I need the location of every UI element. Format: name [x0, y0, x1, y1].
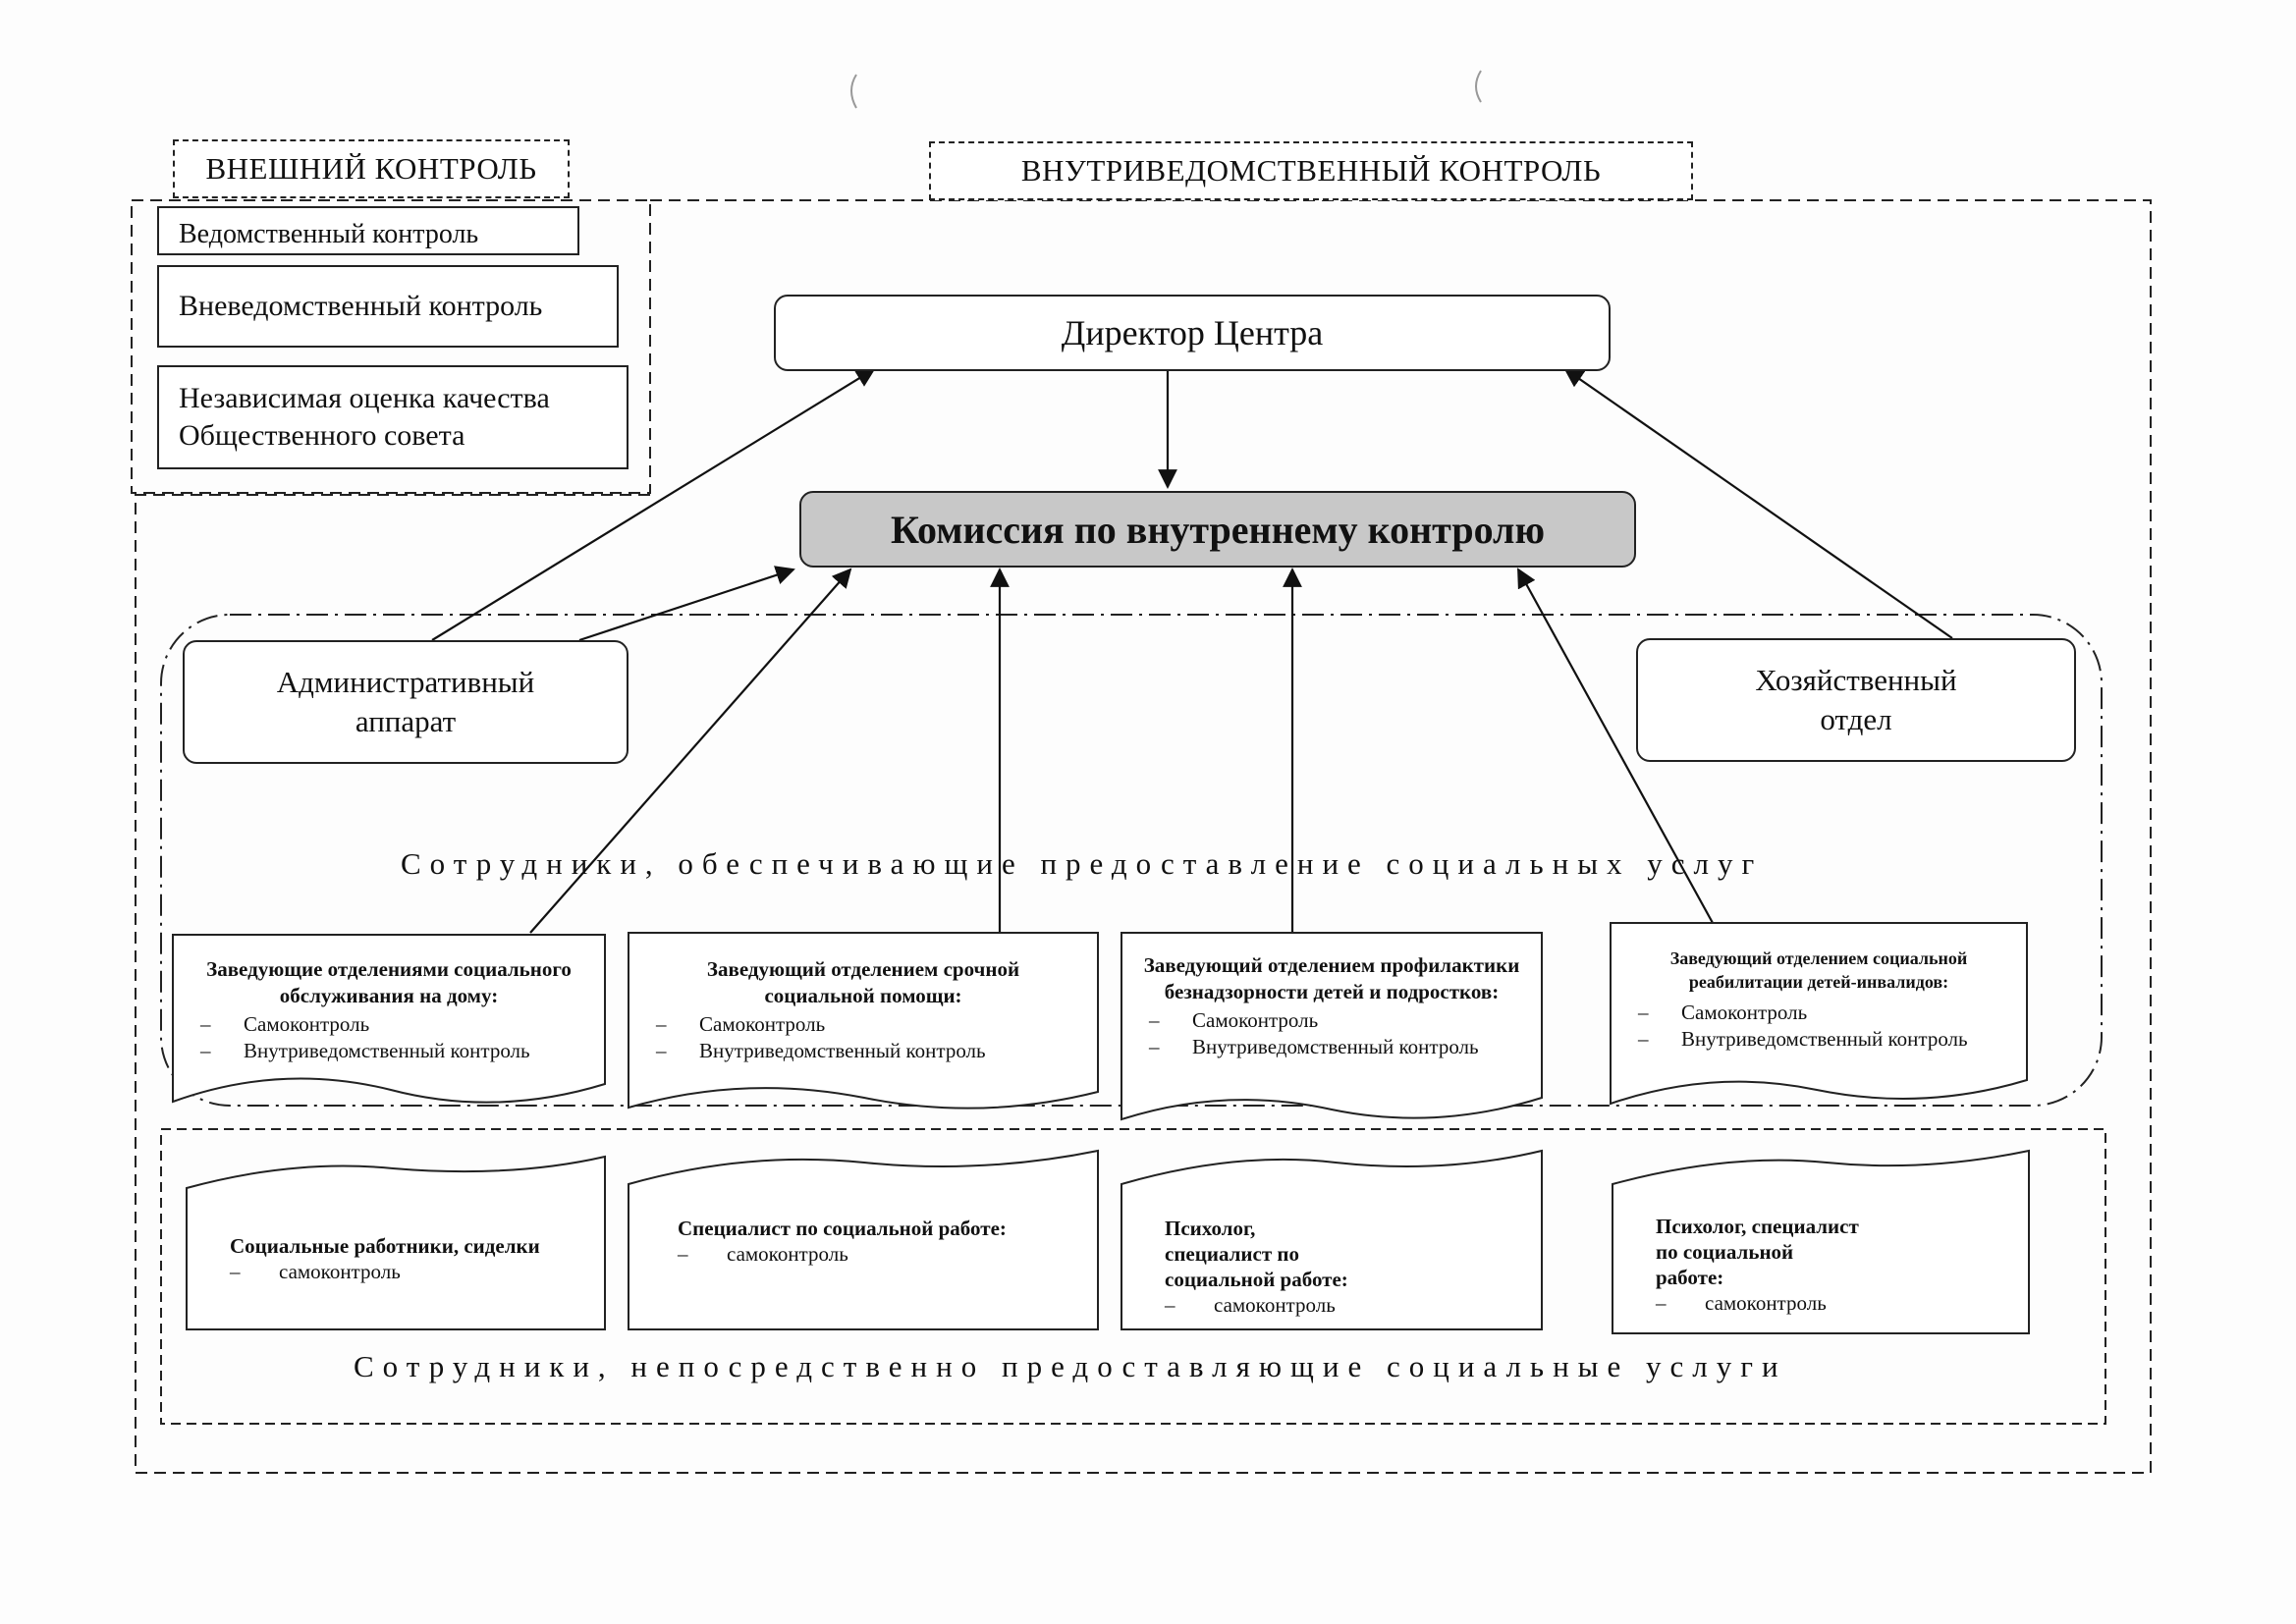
head-title: Заведующие отделениями социального обслу… — [206, 957, 572, 1007]
internal-control-title: ВНУТРИВЕДОМСТВЕННЫЙ КОНТРОЛЬ — [929, 141, 1693, 200]
economic-box: Хозяйственный отдел — [1636, 638, 2076, 762]
head-card-rehabilitation: Заведующий отделением социальной реабили… — [1611, 933, 2027, 1066]
scan-mark — [1475, 70, 1482, 103]
arrow-admin-commission — [578, 566, 795, 642]
external-item-independent-assessment: Независимая оценка качества Общественног… — [157, 365, 629, 469]
list-item: Внутриведомственный контроль — [1626, 1026, 2011, 1053]
external-item-extradepartmental: Вневедомственный контроль — [157, 265, 619, 348]
list-item: самоконтроль — [1656, 1290, 1862, 1316]
head-card-home-service: Заведующие отделениями социального обслу… — [173, 943, 605, 1078]
list-item: Самоконтроль — [644, 1011, 1082, 1038]
direct-staff-caption: Сотрудники, непосредственно предоставляю… — [354, 1349, 1787, 1383]
list-item: Самоконтроль — [1137, 1007, 1526, 1034]
head-title: Заведующий отделением срочной социальной… — [706, 957, 1020, 1007]
external-item-departmental: Ведомственный контроль — [157, 206, 579, 255]
list-item: самоконтроль — [678, 1241, 1068, 1267]
worker-title: Социальные работники, сиделки — [230, 1234, 540, 1258]
scan-mark — [850, 74, 857, 109]
worker-card-psychologist-1: Психолог, специалист по социальной работ… — [1121, 1174, 1542, 1331]
commission-box: Комиссия по внутреннему контролю — [799, 491, 1636, 568]
head-card-urgent-help: Заведующий отделением срочной социальной… — [629, 943, 1098, 1078]
head-title: Заведующий отделением профилактики безна… — [1143, 953, 1520, 1003]
worker-title: Психолог, специалист по социальной работ… — [1656, 1215, 1859, 1289]
list-item: самоконтроль — [230, 1259, 575, 1284]
list-item: Внутриведомственный контроль — [1137, 1034, 1526, 1060]
worker-card-social-workers: Социальные работники, сиделки самоконтро… — [187, 1192, 605, 1298]
providing-staff-caption: Сотрудники, обеспечивающие предоставлени… — [401, 846, 1764, 881]
list-item: Самоконтроль — [1626, 1000, 2011, 1026]
worker-title: Психолог, специалист по социальной работ… — [1165, 1217, 1348, 1291]
head-title: Заведующий отделением социальной реабили… — [1669, 948, 1968, 992]
list-item: Самоконтроль — [189, 1011, 589, 1038]
list-item: самоконтроль — [1165, 1292, 1365, 1318]
list-item: Внутриведомственный контроль — [644, 1038, 1082, 1064]
worker-card-specialist: Специалист по социальной работе: самокон… — [629, 1174, 1098, 1280]
external-control-title: ВНЕШНИЙ КОНТРОЛЬ — [173, 139, 570, 198]
list-item: Внутриведомственный контроль — [189, 1038, 589, 1064]
worker-title: Специалист по социальной работе: — [678, 1217, 1007, 1240]
director-box: Директор Центра — [774, 295, 1611, 371]
head-card-prevention: Заведующий отделением профилактики безна… — [1121, 939, 1542, 1074]
worker-card-psychologist-2: Психолог, специалист по социальной работ… — [1613, 1172, 2029, 1329]
admin-box: Административный аппарат — [183, 640, 629, 764]
